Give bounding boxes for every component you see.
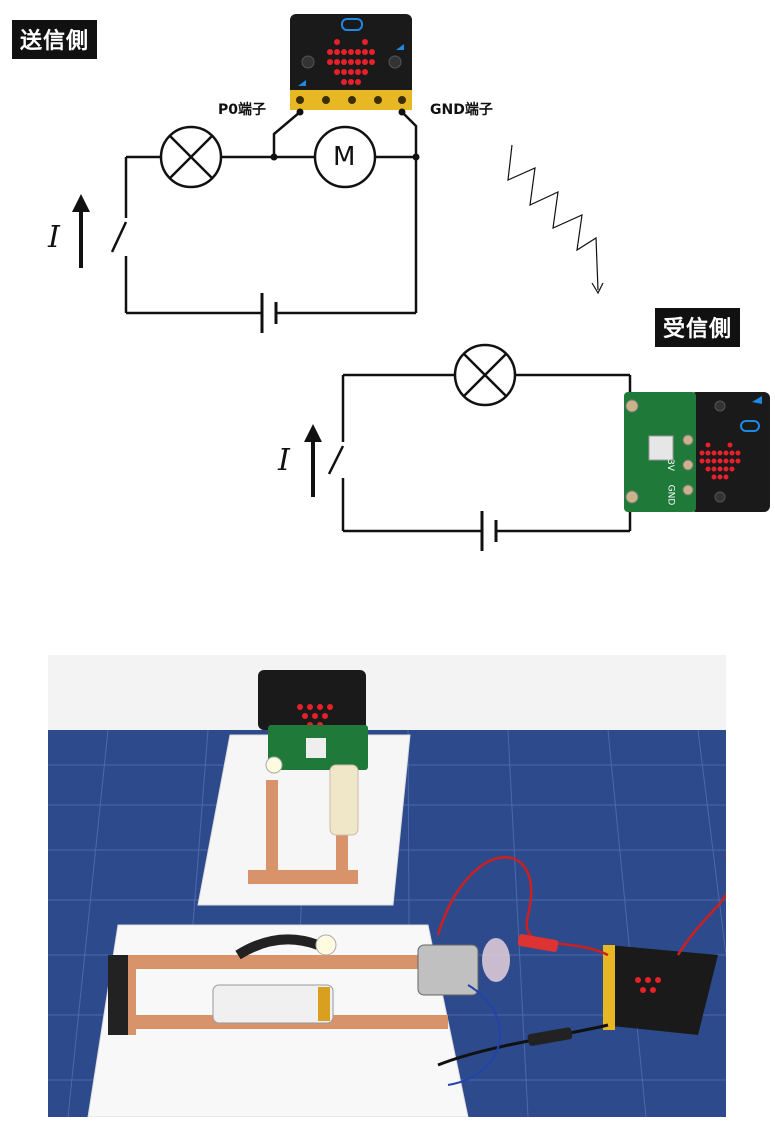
sender-lamp-symbol [159, 125, 223, 189]
receiver-circuit-wires [327, 373, 632, 533]
circuit-diagram [72, 14, 770, 551]
sender-circuit-wires [110, 111, 418, 315]
motor-label: M [333, 142, 356, 172]
sender-heart-leds [327, 39, 375, 85]
receiver-gnd-label: GND [665, 484, 676, 506]
gnd-pin-label: GND端子 [430, 102, 493, 118]
p0-pin-label: P0端子 [218, 102, 267, 118]
receiver-current-arrow [304, 424, 322, 497]
sender-current-arrow [72, 194, 90, 268]
experiment-photo [48, 655, 726, 1117]
sender-battery-symbol [260, 293, 278, 333]
receiver-lamp-symbol [453, 343, 517, 407]
receiver-current-label: I [278, 443, 290, 478]
receiver-tag: 受信側 [655, 308, 741, 347]
receiver-3v-label: 3V [664, 459, 675, 471]
sender-motor-symbol [313, 125, 377, 189]
radio-signal-arrow [507, 144, 604, 295]
receiver-microbit-board [624, 392, 770, 512]
sender-microbit-board [290, 14, 412, 110]
sender-current-label: I [48, 220, 60, 255]
receiver-battery-symbol [480, 511, 498, 551]
sender-tag: 送信側 [12, 20, 98, 59]
